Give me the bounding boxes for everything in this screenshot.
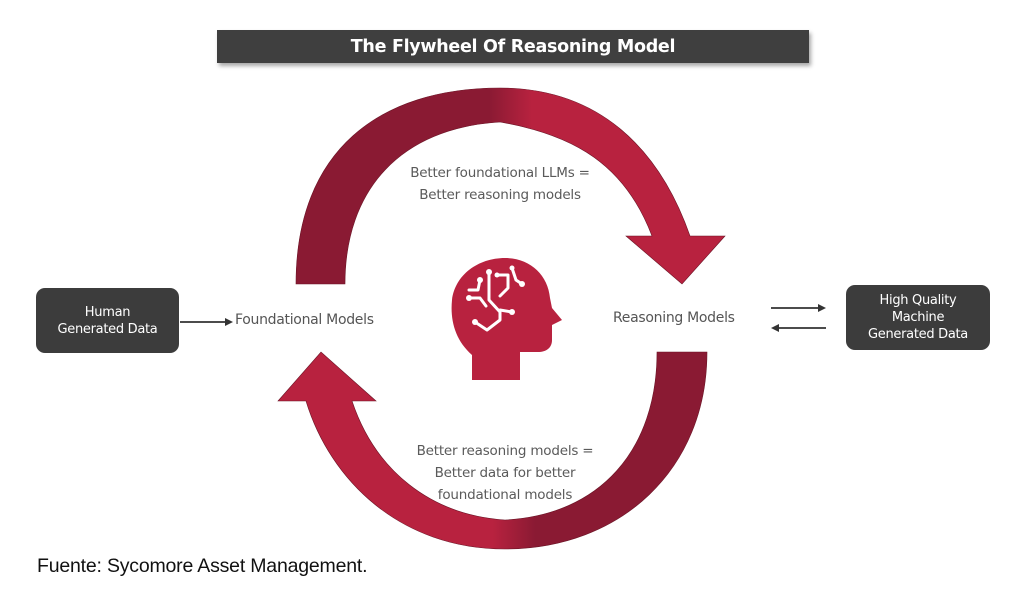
top-cycle-arrow [295, 87, 726, 285]
top-caption-line2: Better reasoning models [419, 187, 581, 203]
machine-data-line3: Generated Data [868, 327, 968, 342]
machine-to-reasoning-arrow [771, 324, 826, 332]
diagram-title: The Flywheel Of Reasoning Model [350, 36, 676, 57]
brain-circuit-head-icon [451, 258, 562, 380]
reasoning-models-label: Reasoning Models [613, 310, 735, 326]
human-data-line1: Human [84, 304, 131, 320]
human-to-foundational-arrow [180, 318, 233, 326]
source-note: Fuente: Sycomore Asset Management. [37, 555, 368, 577]
diagram-title-bar: The Flywheel Of Reasoning Model [217, 30, 809, 63]
machine-data-line1: High Quality [879, 293, 957, 308]
machine-data-line2: Machine [891, 310, 945, 325]
machine-generated-data-box: High Quality Machine Generated Data [846, 285, 990, 350]
reasoning-to-machine-arrow [771, 304, 826, 312]
human-data-line2: Generated Data [57, 321, 158, 337]
bottom-caption-line2: Better data for better [434, 465, 576, 481]
top-caption-line1: Better foundational LLMs = [410, 165, 590, 181]
foundational-models-label: Foundational Models [235, 312, 374, 328]
bottom-cycle-caption: Better reasoning models = Better data fo… [385, 440, 625, 506]
bottom-caption-line1: Better reasoning models = [416, 443, 594, 459]
top-cycle-caption: Better foundational LLMs = Better reason… [385, 162, 615, 206]
bottom-caption-line3: foundational models [437, 487, 573, 503]
human-generated-data-box: Human Generated Data [36, 288, 179, 353]
